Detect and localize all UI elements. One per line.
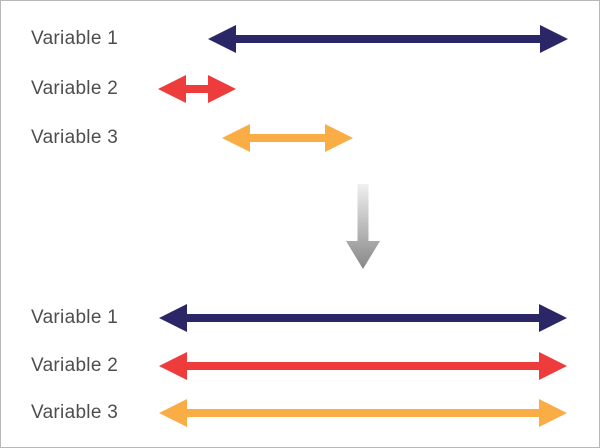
variable-2-label-bottom: Variable 2: [31, 355, 119, 376]
variable-3-label-top: Variable 3: [31, 127, 119, 148]
variable-2-range-arrow-bottom: [159, 352, 567, 380]
variable-2-label-top: Variable 2: [31, 78, 119, 99]
variable-3-range-arrow-bottom: [159, 399, 567, 427]
variable-1-label-top: Variable 1: [31, 28, 119, 49]
variable-1-label-bottom: Variable 1: [31, 307, 119, 328]
variable-1-range-arrow-bottom: [159, 304, 567, 332]
variable-2-range-arrow-top: [158, 75, 236, 103]
variable-3-range-arrow-top: [222, 124, 353, 152]
variable-3-label-bottom: Variable 3: [31, 402, 119, 423]
down-arrow-icon: [346, 184, 380, 269]
variable-1-range-arrow-top: [208, 25, 568, 53]
